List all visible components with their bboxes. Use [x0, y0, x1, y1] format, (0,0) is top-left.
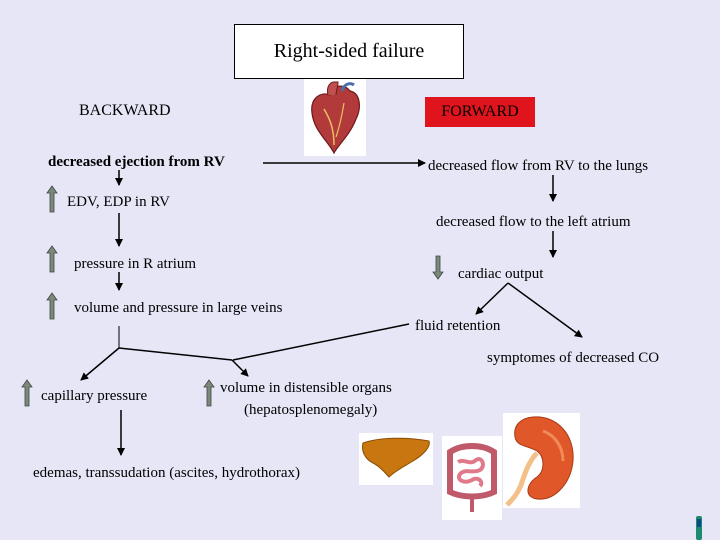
cardiac-output-text: cardiac output: [458, 266, 544, 282]
pressure-atrium-text: pressure in R atrium: [74, 256, 197, 272]
decreased-flow-lungs-text: decreased flow from RV to the lungs: [428, 158, 649, 174]
slide-title: Right-sided failure: [273, 40, 425, 62]
edemas-text: edemas, transsudation (ascites, hydrotho…: [33, 465, 301, 481]
arrow-to-symptomes: [507, 282, 583, 338]
capillary-pressure-text: capillary pressure: [41, 388, 148, 404]
arrow-to-organs: [231, 359, 249, 377]
up-arrow-icon: [46, 245, 58, 273]
fluid-retention-text: fluid retention: [415, 318, 501, 334]
volume-organs-line2: (hepatosplenomegaly): [244, 402, 378, 418]
decreased-flow-atrium-text: decreased flow to the left atrium: [436, 214, 631, 230]
up-arrow-icon: [21, 379, 33, 407]
kidney-image: [503, 413, 580, 508]
arrow-to-capillary: [80, 347, 120, 381]
up-arrow-icon: [46, 292, 58, 320]
branch-right: [118, 347, 233, 361]
volume-organs-line1: volume in distensible organs: [220, 380, 392, 396]
backward-heading: BACKWARD: [79, 102, 171, 119]
symptomes-text: symptomes of decreased CO: [487, 350, 660, 366]
forward-heading: FORWARD: [441, 103, 519, 120]
volume-veins-text: volume and pressure in large veins: [74, 300, 283, 316]
decreased-ejection-text: decreased ejection from RV: [48, 154, 225, 170]
heart-image: [304, 79, 366, 156]
line-fluid-to-branch: [232, 323, 410, 361]
forward-heading-box: FORWARD: [425, 97, 535, 127]
liver-image: [359, 433, 433, 485]
down-arrow-icon: [432, 255, 444, 280]
arrow-to-fluid-retention: [475, 282, 509, 315]
nav-icon[interactable]: [694, 516, 704, 540]
intestine-image: [442, 436, 502, 520]
up-arrow-icon: [46, 185, 58, 213]
title-box: Right-sided failure: [234, 24, 464, 79]
edv-edp-text: EDV, EDP in RV: [67, 194, 170, 210]
up-arrow-icon: [203, 379, 215, 407]
